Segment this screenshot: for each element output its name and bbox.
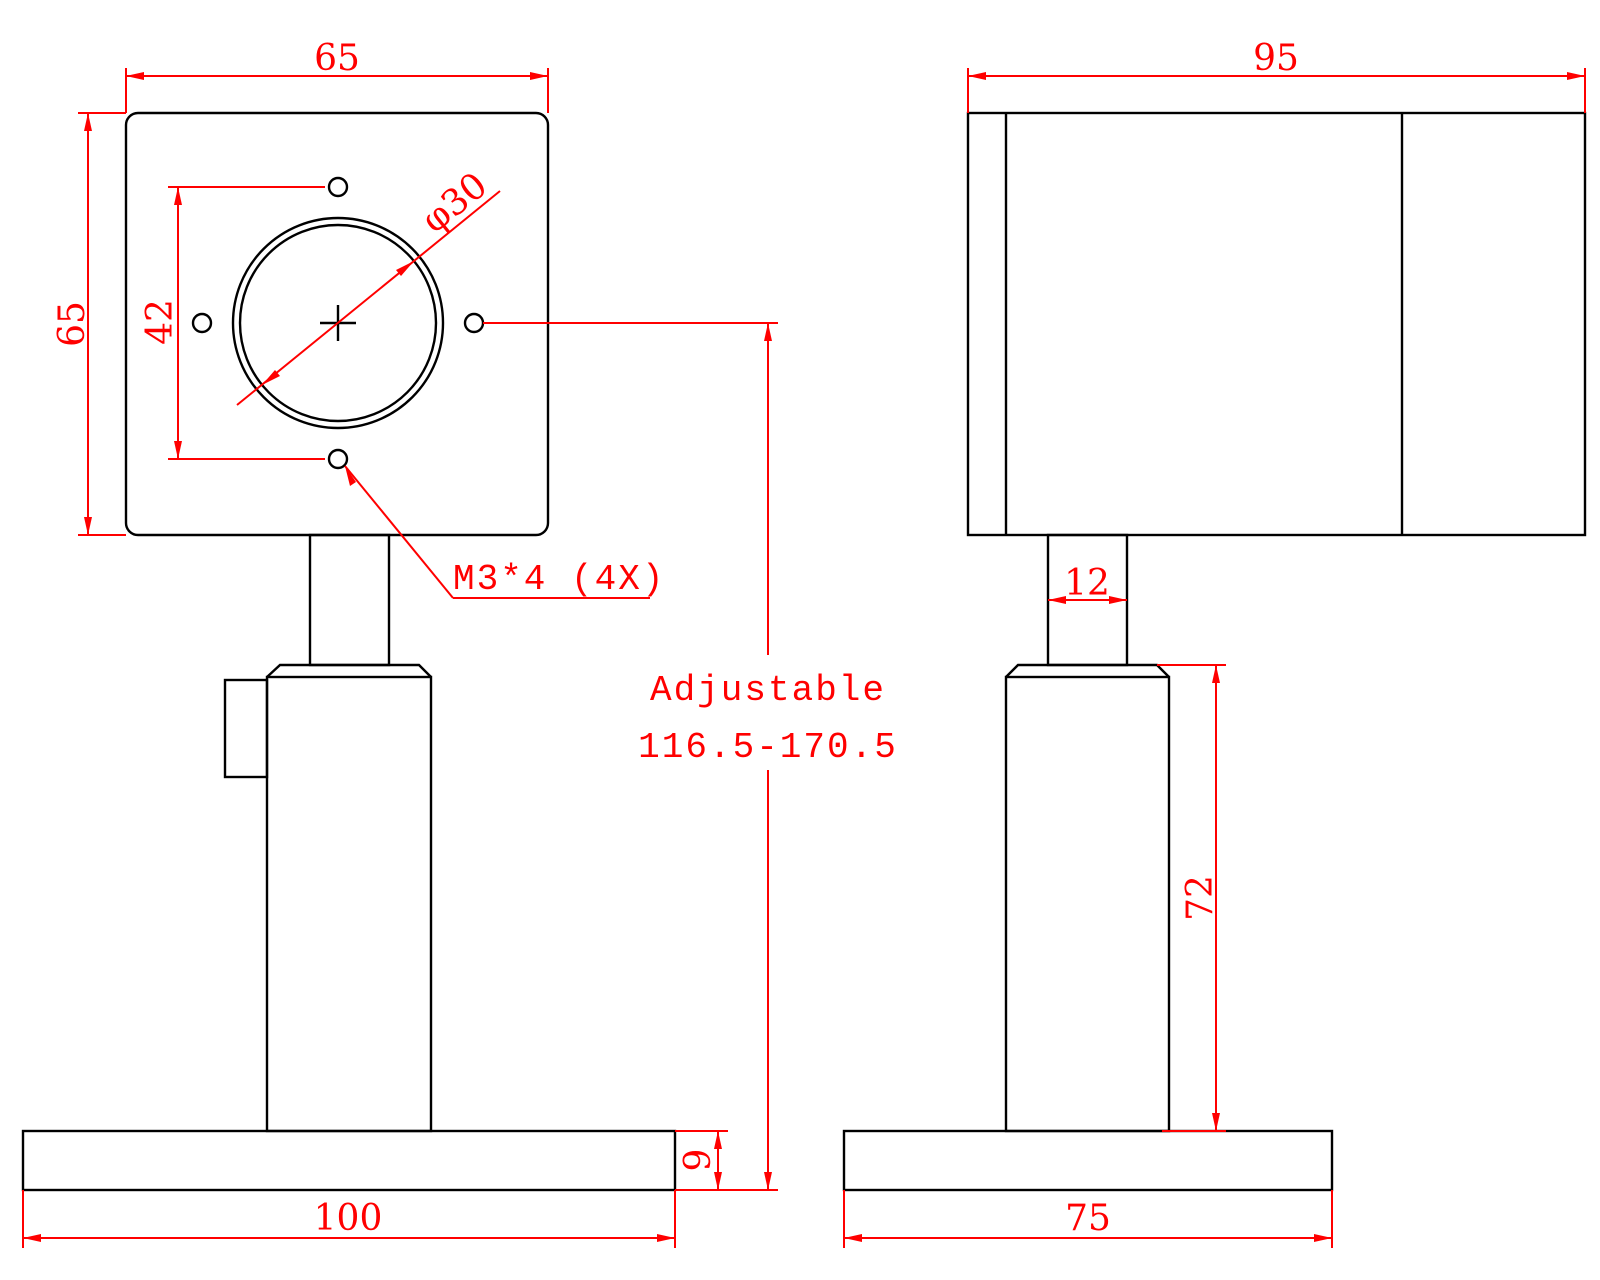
- front-base: [21, 1129, 677, 1192]
- side-view: [842, 111, 1587, 1192]
- mount-hole-top: [327, 176, 349, 198]
- hole-spacing-label: 42: [140, 299, 181, 345]
- aperture-label: φ30: [414, 165, 495, 242]
- column-height-label: 72: [1180, 875, 1221, 921]
- side-housing: [966, 111, 1587, 537]
- side-base: [842, 1129, 1334, 1192]
- front-view: [21, 111, 677, 1192]
- mount-hole-right: [463, 312, 485, 334]
- front-column: [265, 675, 433, 1133]
- dim-hole-spacing: 42: [140, 186, 325, 460]
- dim-front-height: 65: [52, 112, 126, 536]
- front-width-label: 65: [314, 38, 360, 79]
- front-base-width-label: 100: [314, 1198, 383, 1239]
- dim-side-base-width: 75: [843, 1190, 1333, 1248]
- dim-aperture: φ30: [236, 165, 501, 406]
- dim-column-height: 72: [1157, 664, 1226, 1132]
- mount-hole-left: [191, 312, 213, 334]
- side-column: [1004, 675, 1171, 1133]
- aperture-inner-ring: [238, 223, 438, 423]
- side-base-width-label: 75: [1065, 1198, 1111, 1239]
- locking-knob: [223, 678, 269, 779]
- front-height-label: 65: [52, 301, 93, 347]
- post-width-label: 12: [1064, 563, 1110, 604]
- dim-post-width: 12: [1048, 563, 1127, 604]
- dim-base-height: 9: [675, 1130, 728, 1190]
- thread-note-label: M3*4 (4X): [453, 559, 665, 600]
- side-column-chamfer: [1005, 663, 1170, 678]
- dim-front-base-width: 100: [22, 1190, 676, 1248]
- dim-side-length: 95: [967, 38, 1586, 113]
- dimensions: 65 65 42 φ30: [22, 38, 1586, 1248]
- mount-hole-bottom: [327, 448, 349, 470]
- front-post: [308, 533, 391, 667]
- adjustable-label: Adjustable: [650, 670, 886, 711]
- aperture-outer-ring: [231, 216, 445, 430]
- dim-adjustable-height: Adjustable 116.5-170.5: [483, 322, 898, 1191]
- dim-thread-note: M3*4 (4X): [344, 465, 665, 600]
- adjustable-range-label: 116.5-170.5: [638, 727, 898, 768]
- side-length-label: 95: [1253, 38, 1299, 79]
- base-height-label: 9: [678, 1149, 719, 1172]
- dim-front-width: 65: [125, 38, 549, 113]
- front-column-chamfer: [266, 663, 432, 678]
